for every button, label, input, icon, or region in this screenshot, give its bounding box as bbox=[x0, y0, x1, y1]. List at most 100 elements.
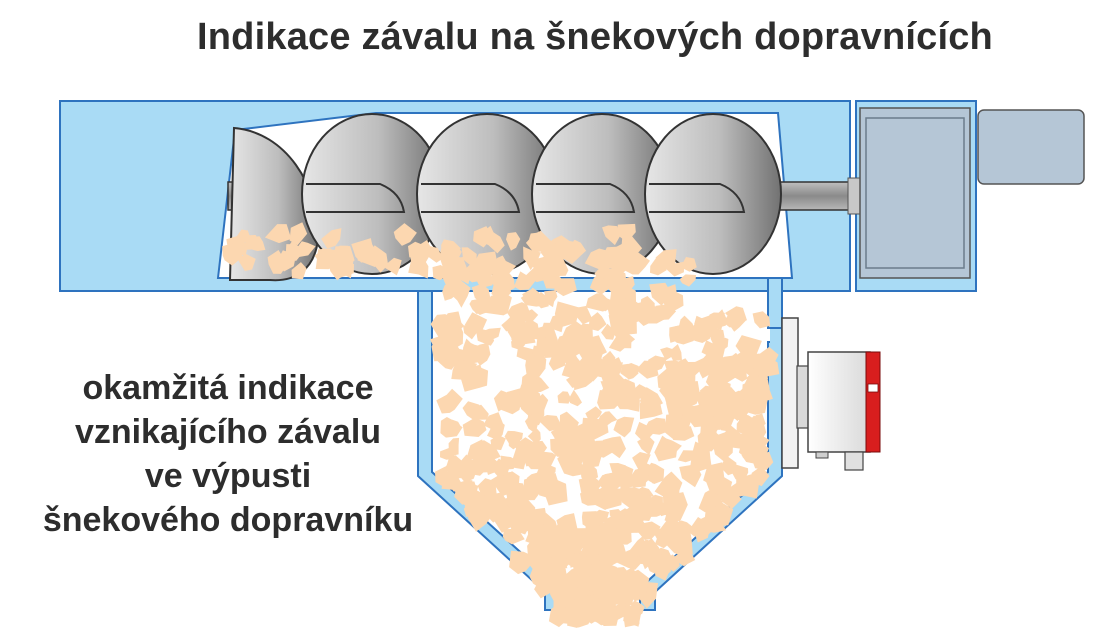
motor-body bbox=[977, 109, 1085, 185]
material-chunk bbox=[720, 455, 737, 476]
material-chunk bbox=[679, 464, 702, 488]
material-chunk bbox=[527, 538, 543, 558]
material-chunk bbox=[751, 465, 770, 487]
cable-gland bbox=[844, 451, 864, 471]
material-chunk bbox=[501, 392, 523, 415]
material-chunk bbox=[505, 482, 528, 508]
material-chunk bbox=[624, 251, 650, 275]
material-chunk bbox=[600, 472, 619, 490]
material-chunk bbox=[678, 315, 696, 333]
material-chunk bbox=[524, 451, 545, 470]
material-chunk bbox=[519, 384, 541, 410]
material-chunk bbox=[442, 284, 461, 301]
material-chunk bbox=[446, 455, 461, 470]
material-chunk bbox=[249, 236, 266, 251]
material-chunk bbox=[429, 335, 456, 354]
material-chunk bbox=[472, 404, 489, 420]
material-chunk bbox=[438, 311, 462, 335]
material-chunk bbox=[474, 266, 494, 289]
material-chunk bbox=[668, 406, 683, 421]
screw-flight bbox=[644, 113, 782, 275]
material-chunk bbox=[531, 345, 548, 358]
material-chunk bbox=[554, 301, 581, 329]
material-chunk bbox=[609, 463, 626, 475]
material-chunk bbox=[659, 381, 687, 409]
material-chunk bbox=[285, 244, 303, 261]
material-chunk bbox=[436, 388, 463, 414]
material-chunk bbox=[588, 312, 607, 331]
material-chunk bbox=[529, 565, 548, 590]
material-chunk bbox=[667, 528, 693, 558]
material-chunk bbox=[540, 239, 559, 258]
caption-line: ve výpusti bbox=[144, 457, 312, 495]
material-chunk bbox=[548, 356, 566, 371]
material-chunk bbox=[596, 411, 618, 429]
material-chunk bbox=[637, 434, 655, 455]
material-chunk bbox=[653, 560, 670, 581]
material-chunk bbox=[573, 606, 592, 628]
material-chunk bbox=[444, 256, 472, 282]
material-chunk bbox=[736, 414, 758, 436]
material-chunk bbox=[620, 363, 639, 380]
material-chunk bbox=[491, 281, 512, 302]
material-chunk bbox=[593, 538, 616, 557]
material-chunk bbox=[471, 283, 491, 307]
material-chunk bbox=[613, 416, 635, 438]
material-chunk bbox=[690, 441, 712, 472]
material-chunk bbox=[719, 390, 734, 409]
material-chunk bbox=[627, 536, 648, 557]
material-chunk bbox=[632, 452, 651, 471]
material-chunk bbox=[646, 465, 664, 484]
material-chunk bbox=[554, 535, 577, 557]
material-chunk bbox=[440, 417, 458, 438]
material-chunk bbox=[686, 320, 713, 343]
material-chunk bbox=[506, 232, 521, 251]
material-chunk bbox=[513, 271, 538, 291]
material-chunk bbox=[658, 437, 682, 454]
material-chunk bbox=[642, 417, 667, 435]
material-chunk bbox=[595, 296, 616, 312]
material-chunk bbox=[710, 335, 729, 354]
material-chunk bbox=[648, 355, 668, 373]
page-title: Indikace závalu na šnekových dopravnícíc… bbox=[197, 16, 993, 58]
material-chunk bbox=[598, 583, 618, 604]
material-chunk bbox=[222, 243, 245, 266]
material-chunk bbox=[742, 438, 769, 465]
material-chunk bbox=[502, 528, 525, 545]
material-chunk bbox=[671, 358, 691, 379]
material-chunk bbox=[487, 418, 505, 441]
material-chunk bbox=[512, 328, 528, 350]
material-chunk bbox=[524, 413, 538, 434]
material-chunk bbox=[714, 431, 733, 453]
material-chunk bbox=[462, 338, 480, 355]
material-chunk bbox=[602, 350, 616, 366]
material-chunk bbox=[537, 415, 563, 432]
material-chunk bbox=[600, 379, 628, 402]
caption-line: okamžitá indikace bbox=[82, 369, 374, 407]
material-chunk bbox=[743, 381, 766, 400]
material-chunk bbox=[705, 497, 718, 513]
material-chunk bbox=[623, 569, 650, 597]
material-chunk bbox=[291, 262, 307, 280]
material-chunk bbox=[393, 223, 417, 246]
material-chunk bbox=[527, 428, 541, 444]
material-chunk bbox=[662, 412, 689, 440]
material-chunk bbox=[527, 523, 547, 546]
caption-line: šnekového dopravníku bbox=[42, 501, 414, 539]
material-chunk bbox=[680, 257, 697, 272]
material-chunk bbox=[608, 567, 632, 593]
material-chunk bbox=[576, 305, 593, 325]
material-chunk bbox=[617, 223, 636, 243]
material-chunk bbox=[448, 437, 460, 456]
material-chunk bbox=[463, 501, 481, 517]
material-chunk bbox=[511, 448, 526, 470]
material-chunk bbox=[554, 568, 580, 593]
material-chunk bbox=[654, 471, 683, 499]
material-chunk bbox=[585, 406, 602, 423]
material-chunk bbox=[695, 354, 721, 379]
material-chunk bbox=[543, 526, 570, 551]
material-chunk bbox=[471, 297, 490, 314]
material-chunk bbox=[708, 312, 725, 330]
